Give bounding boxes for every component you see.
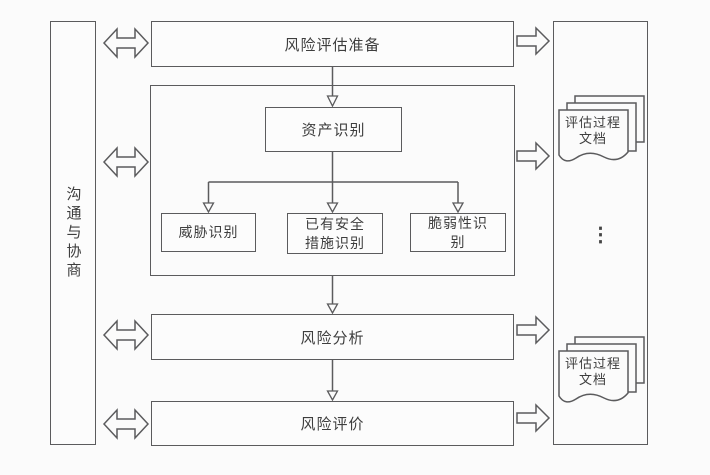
page-front xyxy=(558,109,629,162)
right-arrow-icon xyxy=(516,403,551,433)
communication-panel-label: 沟通与协商 xyxy=(64,185,82,281)
communication-panel: 沟通与协商 xyxy=(50,21,96,445)
step-label-line1: 已有安全 xyxy=(305,215,365,232)
document-stack-icon xyxy=(558,95,645,162)
bidirectional-arrow-icon xyxy=(102,27,150,59)
bidirectional-arrow-icon xyxy=(102,408,150,440)
right-arrow-icon xyxy=(516,26,551,56)
step-risk-analysis: 风险分析 xyxy=(151,314,514,360)
arrowhead-down-icon xyxy=(326,303,339,315)
bidirectional-arrow-icon xyxy=(102,146,150,178)
document-stack-label: 评估过程 文档 xyxy=(564,115,621,146)
step-vulnerability-identification: 脆弱性识 别 xyxy=(410,213,506,252)
step-threat-identification: 威胁识别 xyxy=(161,213,256,252)
step-existing-security-measures-identification: 已有安全 措施识别 xyxy=(287,213,383,254)
step-label: 风险分析 xyxy=(300,329,365,347)
vertical-ellipsis: ⋮ xyxy=(590,224,611,246)
step-label: 资产识别 xyxy=(301,122,366,139)
step-label-line1: 脆弱性识 xyxy=(428,214,488,231)
step-label: 威胁识别 xyxy=(178,224,239,240)
document-stack-bottom: 评估过程 文档 xyxy=(556,335,648,415)
arrowhead-down-icon xyxy=(326,390,339,402)
step-label: 风险评价 xyxy=(300,416,365,433)
right-arrow-icon xyxy=(516,141,551,171)
step-label-line2: 别 xyxy=(450,233,466,250)
document-stack-top: 评估过程 文档 xyxy=(556,94,648,174)
bidirectional-arrow-icon xyxy=(102,319,150,351)
step-risk-evaluation: 风险评价 xyxy=(151,401,514,446)
document-stack-label: 评估过程 文档 xyxy=(564,356,621,387)
right-arrow-icon xyxy=(516,315,551,345)
step-label: 风险评估准备 xyxy=(284,36,381,54)
document-stack-icon xyxy=(558,336,645,403)
step-asset-identification: 资产识别 xyxy=(265,107,402,152)
page-front xyxy=(558,350,629,403)
step-risk-assessment-preparation: 风险评估准备 xyxy=(151,21,514,67)
step-label-line2: 措施识别 xyxy=(305,234,365,251)
